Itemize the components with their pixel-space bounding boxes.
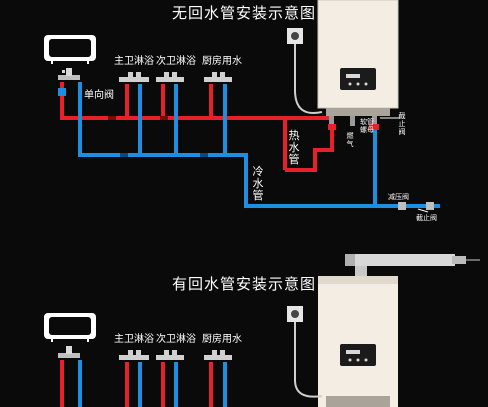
hot-pipe-network — [60, 360, 213, 407]
check-valve-label: 单向阀 — [84, 90, 114, 101]
section-title-bottom: 有回水管安装示意图 — [171, 275, 316, 293]
valve-icon — [328, 124, 434, 210]
water-heater-icon — [318, 276, 398, 407]
fixture-label-master-shower: 主卫淋浴 — [114, 56, 154, 67]
water-heater-icon — [317, 0, 399, 126]
fixture-label-kitchen: 厨房用水 — [202, 334, 242, 345]
connector-note-label: 软管 螺母 — [360, 118, 374, 134]
check-valve-icon — [58, 88, 66, 96]
cold-pipe-network — [78, 360, 227, 407]
shower-valve-icon — [119, 72, 232, 82]
wall-socket-icon — [287, 306, 323, 398]
fixture-label-second-shower: 次卫淋浴 — [156, 56, 196, 67]
hot-pipe-network — [60, 82, 334, 172]
faucet-icon — [58, 346, 80, 358]
gas-note-label: 燃气 — [346, 132, 354, 148]
fixture-label-second-shower: 次卫淋浴 — [156, 334, 196, 345]
shower-valve-icon — [119, 350, 232, 360]
flue-pipe-icon — [345, 254, 480, 276]
pipe-joints — [108, 116, 208, 157]
hot-pipe-label: 热水管 — [288, 129, 300, 166]
page-title: 无回水管安装示意图 — [171, 4, 316, 22]
cold-pipe-label: 冷水管 — [252, 165, 264, 202]
bathtub-icon — [44, 35, 96, 64]
faucet-icon — [58, 68, 80, 80]
cold-pipe-network — [78, 82, 440, 208]
fixture-label-master-shower: 主卫淋浴 — [114, 334, 154, 345]
wall-socket-icon — [287, 28, 323, 114]
relief-valve-label: 减压阀 — [388, 193, 409, 201]
shutoff-valve-top-label: 截止阀 — [398, 112, 406, 136]
shutoff-valve-label: 截止阀 — [416, 214, 437, 222]
fixture-label-kitchen: 厨房用水 — [202, 56, 242, 67]
bathtub-icon — [44, 313, 96, 342]
